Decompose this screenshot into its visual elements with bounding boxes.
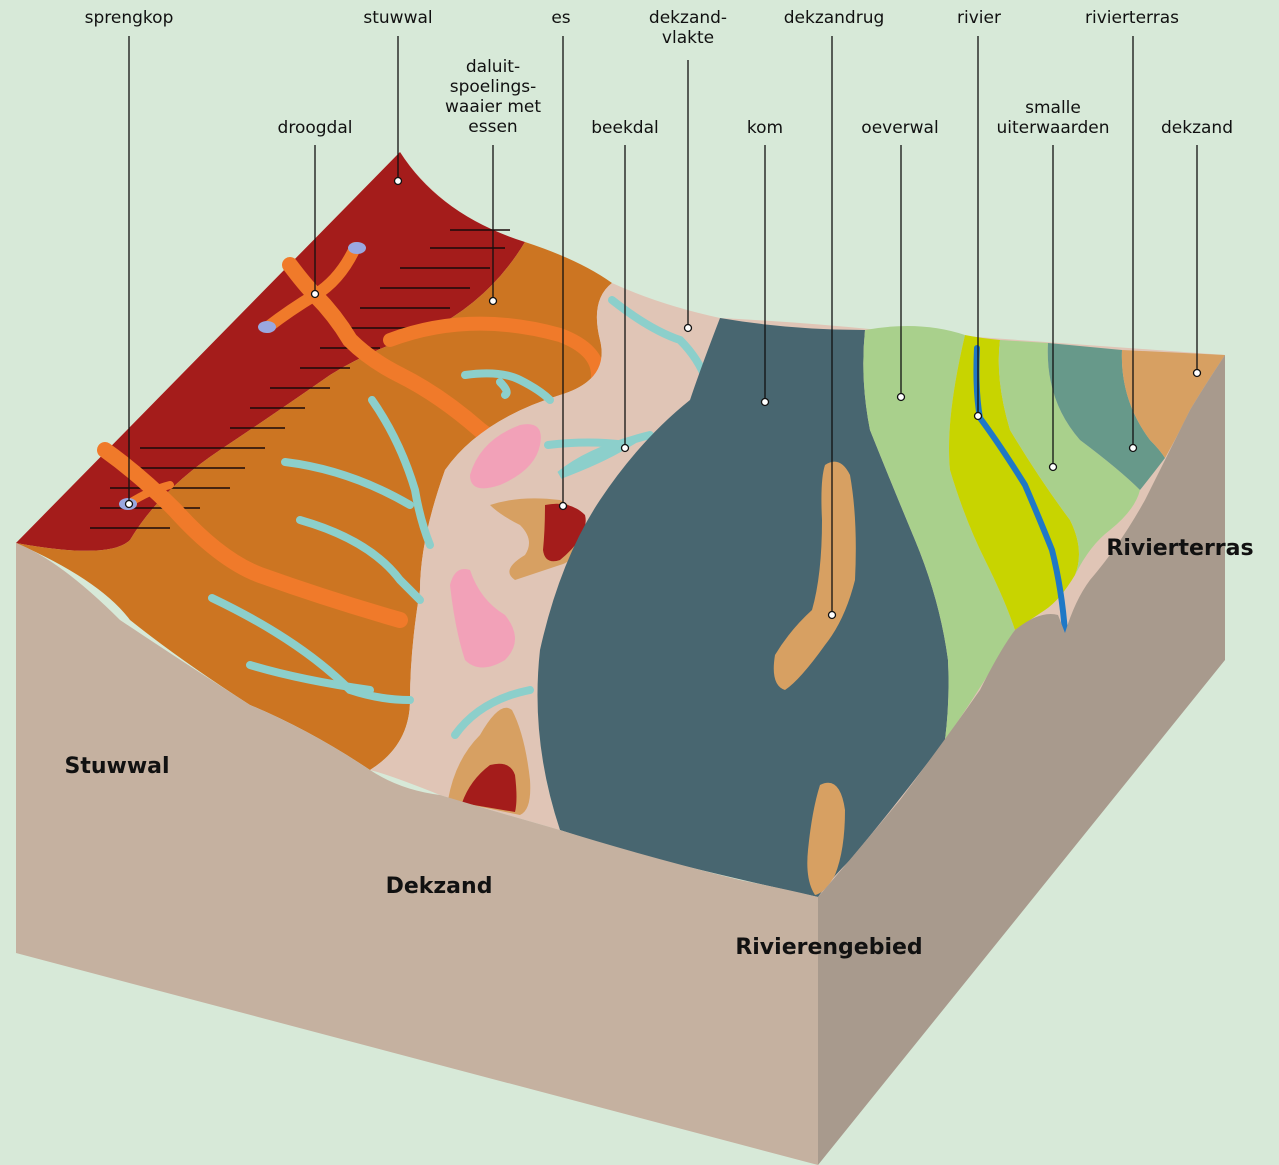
label-rivierterras: rivierterras bbox=[1085, 8, 1179, 28]
label-rivier: rivier bbox=[957, 8, 1001, 28]
label-oeverwal: oeverwal bbox=[861, 118, 938, 138]
label-beekdal: beekdal bbox=[591, 118, 659, 138]
label-smalle-uiterwaarden: smalle uiterwaarden bbox=[996, 98, 1109, 138]
label-dekzandvlakte: dekzand- vlakte bbox=[649, 8, 727, 48]
spring-2 bbox=[258, 321, 276, 333]
label-droogdal: droogdal bbox=[278, 118, 353, 138]
label-stuwwal: stuwwal bbox=[363, 8, 432, 28]
region-rivierengebied: Rivierengebied bbox=[735, 935, 922, 960]
label-dekzand: dekzand bbox=[1161, 118, 1233, 138]
label-dekzandrug: dekzandrug bbox=[784, 8, 885, 28]
region-rivierterras: Rivierterras bbox=[1106, 536, 1253, 561]
region-stuwwal: Stuwwal bbox=[64, 754, 169, 779]
label-daluitspoelingswaaier: daluit- spoelings- waaier met essen bbox=[445, 57, 541, 137]
region-dekzand: Dekzand bbox=[386, 874, 493, 899]
label-kom: kom bbox=[747, 118, 783, 138]
label-sprengkop: sprengkop bbox=[85, 8, 174, 28]
spring-1 bbox=[348, 242, 366, 254]
label-es: es bbox=[551, 8, 570, 28]
